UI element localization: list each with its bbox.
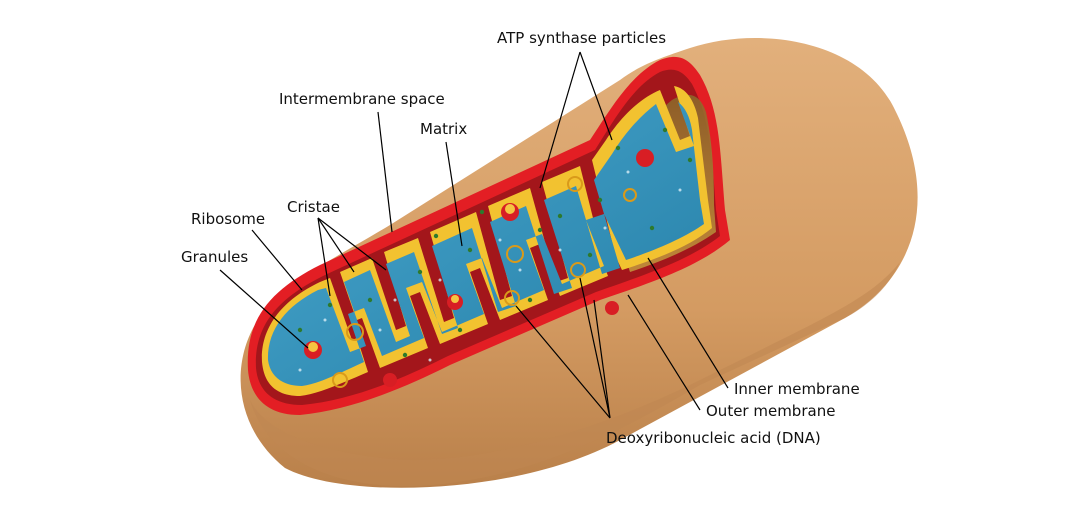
dna-ring xyxy=(506,245,524,263)
label-cristae: Cristae xyxy=(287,198,340,216)
granule-highlight xyxy=(308,342,318,352)
leader-dna-3 xyxy=(593,299,611,419)
label-atp-synthase: ATP synthase particles xyxy=(497,29,666,47)
leader-matrix xyxy=(445,141,463,247)
dna-ring xyxy=(623,188,637,202)
ribosome-dots xyxy=(297,127,693,358)
dna-ring xyxy=(504,290,520,306)
leader-dna-2 xyxy=(579,277,611,419)
dna-ring xyxy=(567,176,583,192)
dna-ring xyxy=(570,262,586,278)
label-inner-membrane: Inner membrane xyxy=(734,380,860,398)
leader-inner-membrane xyxy=(647,257,729,389)
leader-dna-1 xyxy=(515,305,611,419)
label-intermembrane-space: Intermembrane space xyxy=(279,90,445,108)
labels: ATP synthase particles Intermembrane spa… xyxy=(181,29,860,447)
dna-ring xyxy=(346,323,364,341)
matrix-details xyxy=(297,127,693,388)
leader-cristae-1 xyxy=(317,217,331,297)
leader-atp-1 xyxy=(539,51,581,189)
granule xyxy=(636,149,654,167)
leader-atp-2 xyxy=(579,51,613,141)
outer-shadow xyxy=(250,262,900,487)
matrix-sparkles xyxy=(298,170,682,372)
leader-outer-membrane xyxy=(627,294,701,411)
leader-ribosome xyxy=(251,229,303,291)
label-outer-membrane: Outer membrane xyxy=(706,402,835,420)
leader-granules xyxy=(219,269,309,349)
leader-cristae-2 xyxy=(317,217,355,273)
granule xyxy=(383,373,397,387)
label-ribosome: Ribosome xyxy=(191,210,265,228)
matrix xyxy=(267,102,704,386)
leader-intermembrane xyxy=(377,111,393,233)
dna-ring xyxy=(332,372,348,388)
granule xyxy=(605,301,619,315)
leader-cristae-3 xyxy=(317,217,387,271)
leader-lines xyxy=(219,51,729,419)
label-granules: Granules xyxy=(181,248,248,266)
granule-highlight xyxy=(505,204,515,214)
label-dna: Deoxyribonucleic acid (DNA) xyxy=(606,429,821,447)
label-matrix: Matrix xyxy=(420,120,467,138)
granule-highlight xyxy=(451,295,459,303)
